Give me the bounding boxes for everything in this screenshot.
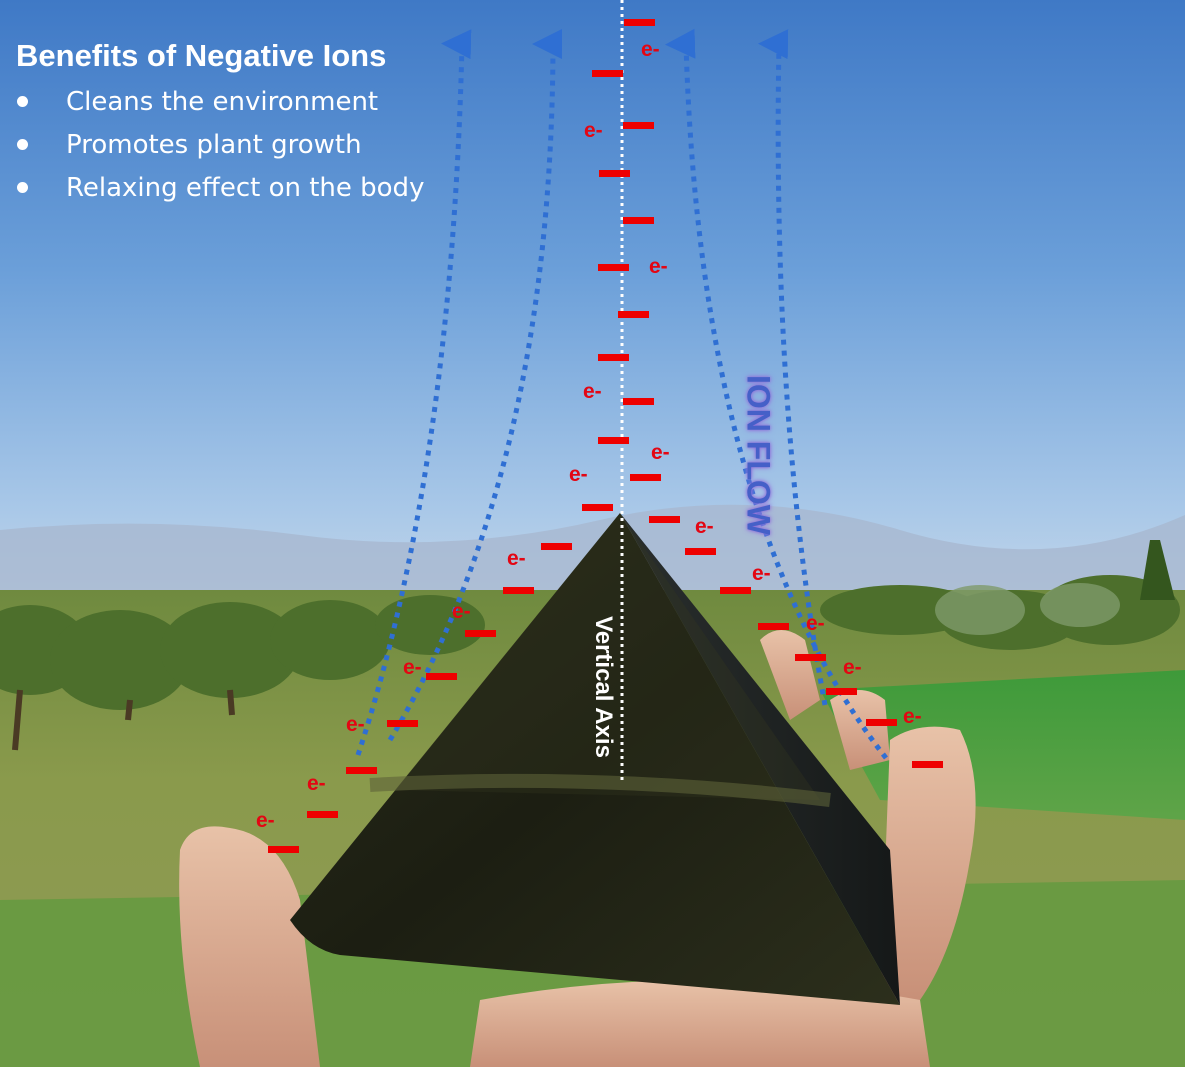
negative-charge-dash — [599, 170, 630, 177]
negative-charge-dash — [624, 19, 655, 26]
negative-charge-dash — [685, 548, 716, 555]
benefits-heading: Benefits of Negative Ions — [16, 38, 387, 73]
negative-charge-dash — [598, 437, 629, 444]
negative-charge-dash — [618, 311, 649, 318]
negative-charge-dash — [307, 811, 338, 818]
negative-charge-dash — [582, 504, 613, 511]
negative-charge-dash — [346, 767, 377, 774]
electron-label: e- — [651, 441, 670, 464]
negative-charge-dash — [598, 354, 629, 361]
negative-charge-dash — [623, 217, 654, 224]
electron-label: e- — [346, 713, 365, 736]
electron-label: e- — [806, 612, 825, 635]
negative-charge-dash — [866, 719, 897, 726]
electron-label: e- — [843, 656, 862, 679]
electron-label: e- — [641, 38, 660, 61]
vertical-axis-label: Vertical Axis — [590, 616, 617, 758]
negative-charge-dash — [758, 623, 789, 630]
electron-label: e- — [569, 463, 588, 486]
negative-charge-dash — [720, 587, 751, 594]
negative-charge-dash — [268, 846, 299, 853]
electron-label: e- — [307, 772, 326, 795]
negative-charge-dash — [592, 70, 623, 77]
negative-charge-dash — [465, 630, 496, 637]
negative-charge-dash — [426, 673, 457, 680]
ion-flow-label: ION FLOW — [740, 375, 777, 535]
negative-charge-dash — [623, 122, 654, 129]
negative-charge-dash — [795, 654, 826, 661]
negative-charge-dash — [387, 720, 418, 727]
electron-label: e- — [507, 547, 526, 570]
negative-charge-dash — [503, 587, 534, 594]
benefit-item: Promotes plant growth — [14, 127, 424, 170]
negative-charge-dash — [598, 264, 629, 271]
negative-charge-dash — [630, 474, 661, 481]
electron-label: e- — [584, 119, 603, 142]
benefits-list: Cleans the environment Promotes plant gr… — [14, 84, 424, 213]
negative-charge-dash — [826, 688, 857, 695]
negative-charge-dash — [912, 761, 943, 768]
electron-label: e- — [256, 809, 275, 832]
benefit-item: Cleans the environment — [14, 84, 424, 127]
electron-label: e- — [649, 255, 668, 278]
negative-charge-dash — [541, 543, 572, 550]
electron-label: e- — [583, 380, 602, 403]
bullet-icon — [17, 96, 28, 107]
electron-label: e- — [695, 515, 714, 538]
negative-charge-dash — [649, 516, 680, 523]
bullet-icon — [17, 139, 28, 150]
negative-charge-dash — [623, 398, 654, 405]
electron-label: e- — [403, 656, 422, 679]
electron-label: e- — [752, 562, 771, 585]
benefit-item: Relaxing effect on the body — [14, 170, 424, 213]
electron-label: e- — [903, 705, 922, 728]
electron-label: e- — [452, 600, 471, 623]
bullet-icon — [17, 182, 28, 193]
